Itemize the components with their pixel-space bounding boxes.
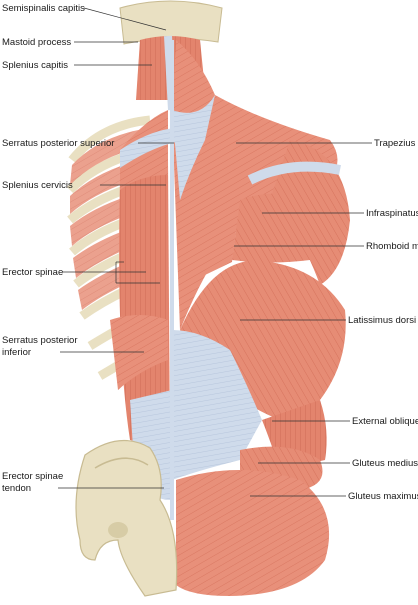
label-splenius-capitis: Splenius capitis <box>2 60 69 71</box>
label-erector-spinae: Erector spinae <box>2 267 64 278</box>
label-gluteus-maximus: Gluteus maximus <box>348 491 418 502</box>
label-infraspinatus: Infraspinatus <box>366 208 418 219</box>
label-erector-spinae-tendon-line1: Erector spinae <box>2 471 64 482</box>
label-serratus-posterior-inferior-line2: inferior <box>2 347 32 358</box>
pelvis <box>75 439 178 597</box>
serratus-posterior-inferior <box>110 315 168 390</box>
label-erector-spinae-tendon-line2: tendon <box>2 483 32 494</box>
label-latissimus-dorsi: Latissimus dorsi <box>348 315 417 326</box>
label-trapezius: Trapezius <box>374 138 416 149</box>
label-semispinalis-capitis: Semispinalis capitis <box>2 3 85 14</box>
gluteus-maximus <box>176 470 330 596</box>
trapezius-tendon <box>172 95 215 200</box>
label-gluteus-medius: Gluteus medius <box>352 458 418 469</box>
label-mastoid-process: Mastoid process <box>2 37 72 48</box>
leader-lines <box>58 7 372 497</box>
infraspinatus <box>232 193 320 263</box>
label-rhomboid-major: Rhomboid major <box>366 241 418 252</box>
rhomboid <box>205 200 240 275</box>
scapula-spine <box>247 161 341 185</box>
serratus-posterior-superior <box>120 128 176 168</box>
label-external-oblique: External oblique <box>352 416 418 427</box>
label-serratus-posterior-superior: Serratus posterior superior <box>2 138 115 149</box>
thoracolumbar-fascia <box>172 330 262 480</box>
label-serratus-posterior-inferior-line1: Serratus posterior <box>2 335 78 346</box>
label-splenius-cervicis: Splenius cervicis <box>2 180 73 191</box>
